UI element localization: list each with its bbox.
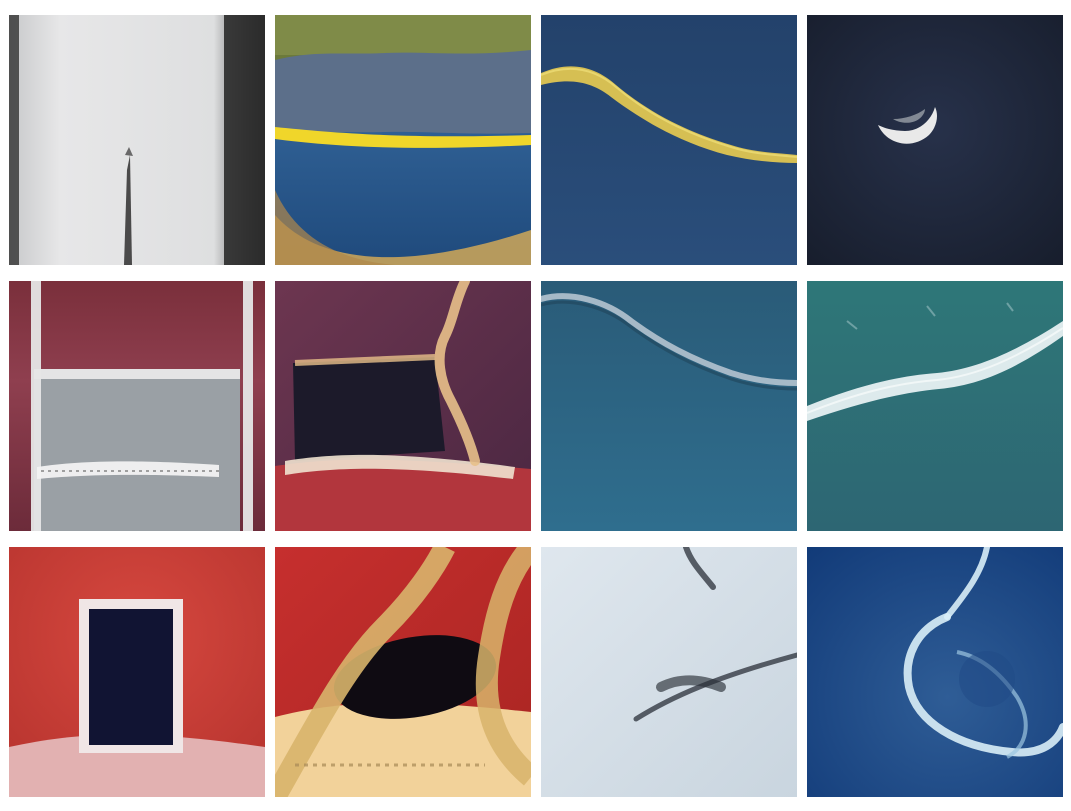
tile-r2-c2-image [275, 281, 531, 531]
tile-r1-c3-image [541, 15, 797, 265]
tile-r2-c4-image [807, 281, 1063, 531]
tile-r3-c2-image [275, 547, 531, 797]
tile-r1-c1 [9, 15, 265, 265]
tile-r2-c4 [807, 281, 1063, 531]
tile-r3-c1-image [9, 547, 265, 797]
tile-r2-c1-image [9, 281, 265, 531]
tile-r1-c2-image [275, 15, 531, 265]
tile-r2-c1 [9, 281, 265, 531]
tile-r3-c3 [541, 547, 797, 797]
tile-r1-c1-image [9, 15, 265, 265]
tile-r3-c4-image [807, 547, 1063, 797]
tile-r3-c3-image [541, 547, 797, 797]
tile-r2-c3-image [541, 281, 797, 531]
tile-r3-c2 [275, 547, 531, 797]
tile-r3-c1 [9, 547, 265, 797]
tile-r1-c3 [541, 15, 797, 265]
tile-r3-c4 [807, 547, 1063, 797]
tile-r1-c4-image [807, 15, 1063, 265]
tile-r1-c4 [807, 15, 1063, 265]
tile-r1-c2 [275, 15, 531, 265]
tile-r2-c2 [275, 281, 531, 531]
tile-r2-c3 [541, 281, 797, 531]
